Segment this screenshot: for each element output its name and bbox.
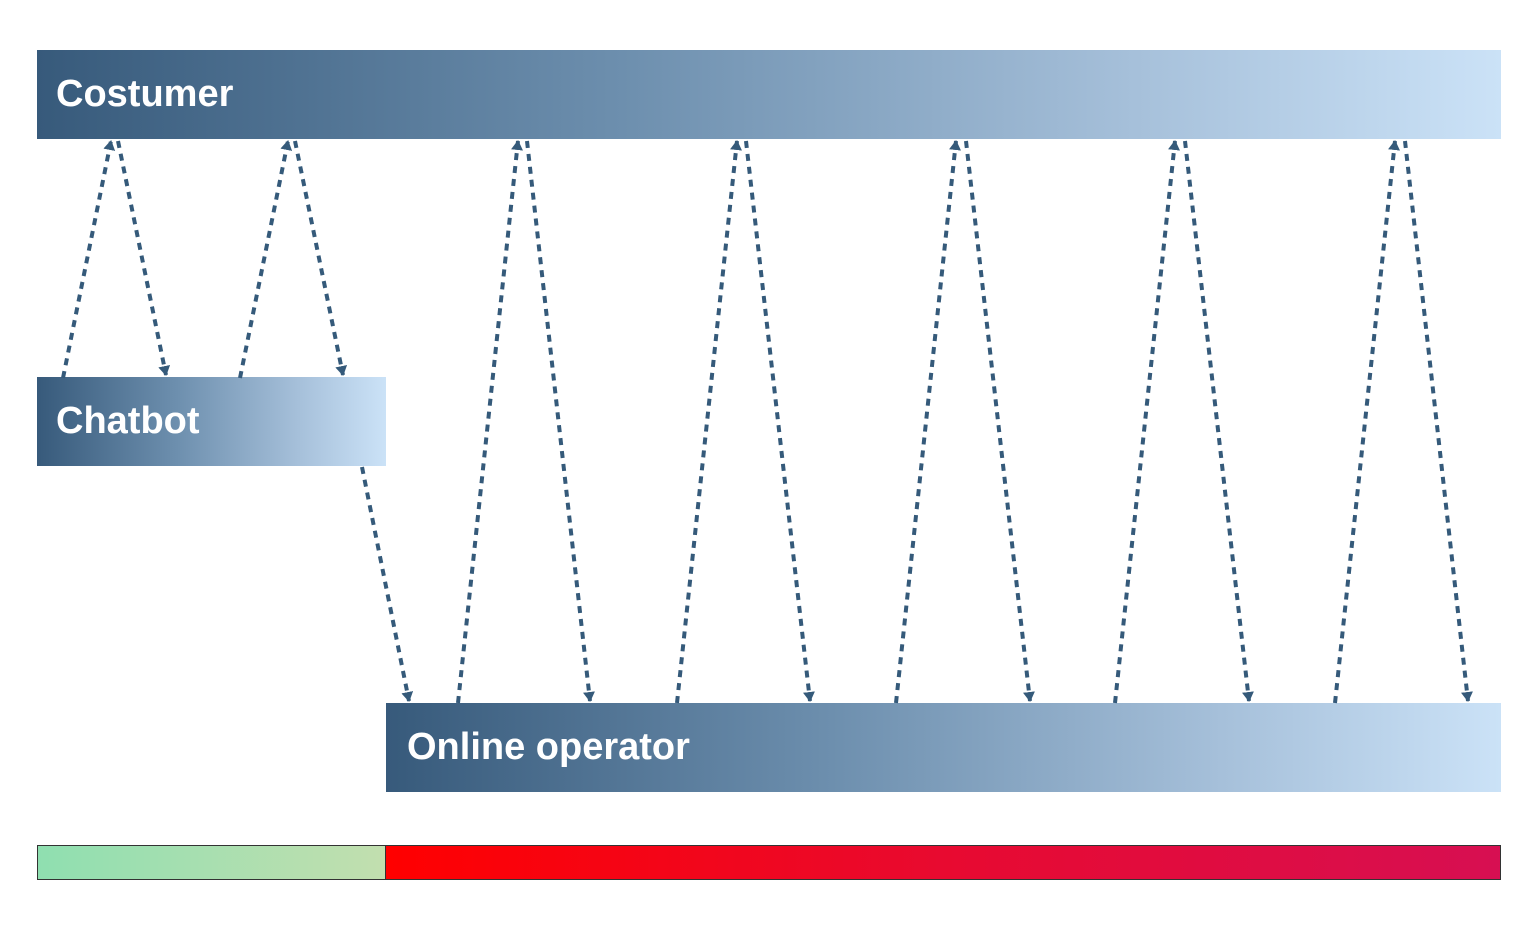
arrow-chatbot-to-operator bbox=[360, 466, 414, 702]
arrow-operator-to-costumer bbox=[1113, 140, 1181, 704]
timeline-operator-segment bbox=[386, 845, 1501, 880]
lane-operator-label: Online operator bbox=[407, 726, 690, 768]
lane-operator: Online operator bbox=[386, 703, 1501, 792]
lane-costumer: Costumer bbox=[37, 50, 1501, 139]
arrow-costumer-to-operator bbox=[744, 140, 815, 702]
lane-costumer-label: Costumer bbox=[56, 73, 234, 115]
arrow-costumer-to-chatbot bbox=[116, 140, 171, 376]
arrow-operator-to-costumer bbox=[456, 140, 524, 704]
arrow-chatbot-to-costumer bbox=[238, 140, 293, 379]
arrow-costumer-to-operator bbox=[1183, 140, 1254, 702]
arrow-costumer-to-operator bbox=[525, 140, 595, 702]
arrow-costumer-to-operator bbox=[964, 140, 1035, 702]
arrow-costumer-to-chatbot bbox=[293, 140, 348, 376]
arrow-operator-to-costumer bbox=[1333, 140, 1401, 704]
arrow-operator-to-costumer bbox=[675, 140, 743, 704]
arrow-costumer-to-operator bbox=[1403, 140, 1473, 702]
lane-chatbot: Chatbot bbox=[37, 377, 386, 466]
lane-chatbot-label: Chatbot bbox=[56, 400, 200, 442]
arrow-operator-to-costumer bbox=[894, 140, 962, 704]
arrow-chatbot-to-costumer bbox=[61, 140, 116, 379]
timeline-chatbot-segment bbox=[37, 845, 386, 880]
